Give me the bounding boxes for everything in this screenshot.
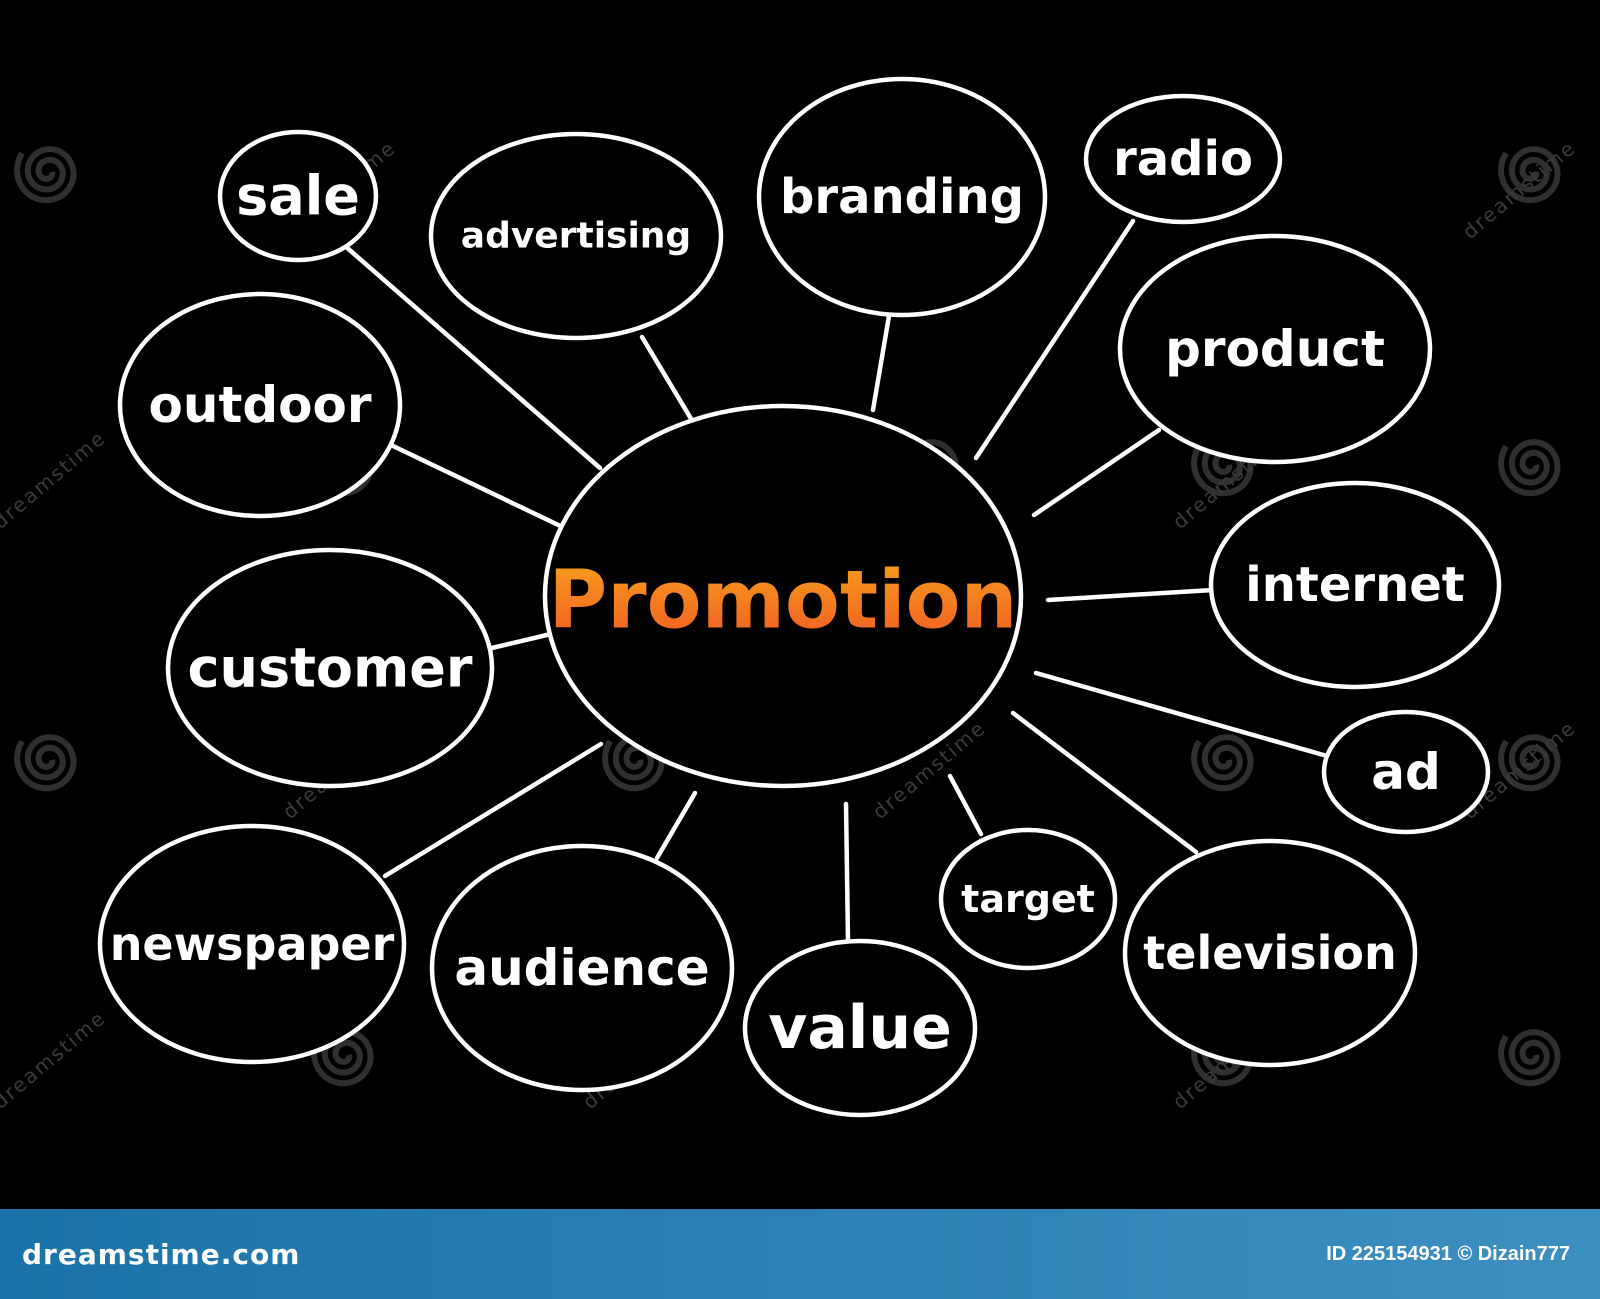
dreamstime-logo: dreamstime.com <box>22 1237 301 1271</box>
node-bubble-sale <box>217 129 379 263</box>
connector-radio <box>973 218 1136 461</box>
node-bubble-radio <box>1083 93 1283 225</box>
connector-value <box>843 801 851 944</box>
connector-product <box>1031 427 1162 518</box>
node-bubble-ad <box>1321 709 1491 835</box>
watermark-spiral-icon <box>13 146 77 204</box>
center-label: Promotion <box>549 554 1018 647</box>
watermark-spiral-icon <box>1497 734 1561 792</box>
watermark-spiral-icon <box>1190 439 1254 497</box>
node-bubble-audience <box>429 843 735 1093</box>
node-radio: radio <box>1083 93 1283 225</box>
connector-target <box>947 773 984 837</box>
watermark-spiral-icon <box>1190 734 1254 792</box>
node-label-sale: sale <box>236 165 360 228</box>
node-internet: internet <box>1208 480 1502 690</box>
node-bubble-advertising <box>428 131 724 341</box>
node-label-target: target <box>961 877 1095 921</box>
node-bubble-internet <box>1208 480 1502 690</box>
node-label-radio: radio <box>1113 131 1253 187</box>
node-bubble-target <box>938 827 1118 971</box>
node-product: product <box>1117 233 1433 465</box>
watermark-spiral-icon <box>1497 146 1561 204</box>
node-bubble-branding <box>756 76 1048 318</box>
connector-advertising <box>639 334 696 425</box>
connector-ad <box>1033 670 1330 759</box>
watermark-spiral-icon <box>601 734 665 792</box>
connector-television <box>1010 710 1199 855</box>
node-label-branding: branding <box>780 169 1024 225</box>
connector-branding <box>870 313 892 413</box>
node-television: television <box>1122 838 1418 1068</box>
node-bubble-product <box>1117 233 1433 465</box>
node-audience: audience <box>429 843 735 1093</box>
center-node: Promotion <box>542 403 1024 789</box>
image-credit: ID 225154931 © Dizain777 <box>1326 1242 1570 1265</box>
connector-customer <box>489 631 554 651</box>
watermark-text: dreamstime <box>0 1005 111 1113</box>
node-label-product: product <box>1165 320 1385 378</box>
node-label-advertising: advertising <box>461 216 691 257</box>
node-customer: customer <box>165 547 495 789</box>
watermark-text: dreamstime <box>0 425 111 533</box>
connector-outdoor <box>390 443 576 535</box>
node-label-internet: internet <box>1245 557 1464 613</box>
connector-newspaper <box>382 741 604 879</box>
node-bubble-newspaper <box>97 823 407 1065</box>
node-newspaper: newspaper <box>97 823 407 1065</box>
footer-band: dreamstime.com ID 225154931 © Dizain777 <box>0 1209 1600 1299</box>
node-label-customer: customer <box>187 637 472 700</box>
node-branding: branding <box>756 76 1048 318</box>
node-target: target <box>938 827 1118 971</box>
node-bubble-value <box>742 938 978 1118</box>
connector-layer <box>342 218 1330 944</box>
node-bubble-customer <box>165 547 495 789</box>
watermark-spiral-icon <box>13 734 77 792</box>
node-label-audience: audience <box>454 939 709 997</box>
node-label-outdoor: outdoor <box>149 376 372 434</box>
connector-sale <box>342 243 603 471</box>
node-label-value: value <box>768 993 952 1063</box>
node-advertising: advertising <box>428 131 724 341</box>
node-ad: ad <box>1321 709 1491 835</box>
node-bubble-outdoor <box>117 291 403 519</box>
node-label-newspaper: newspaper <box>110 917 395 971</box>
watermark-spiral-icon <box>310 1029 374 1087</box>
node-label-television: television <box>1143 926 1396 980</box>
node-layer: sale advertising branding radio product outdo… <box>97 76 1502 1118</box>
node-label-ad: ad <box>1371 743 1441 801</box>
watermark-spiral-icon <box>1497 1029 1561 1087</box>
node-bubble-television <box>1122 838 1418 1068</box>
node-outdoor: outdoor <box>117 291 403 519</box>
connector-internet <box>1045 587 1216 603</box>
watermark-spiral-icon <box>1497 439 1561 497</box>
node-sale: sale <box>217 129 379 263</box>
connector-audience <box>654 790 698 861</box>
node-value: value <box>742 938 978 1118</box>
